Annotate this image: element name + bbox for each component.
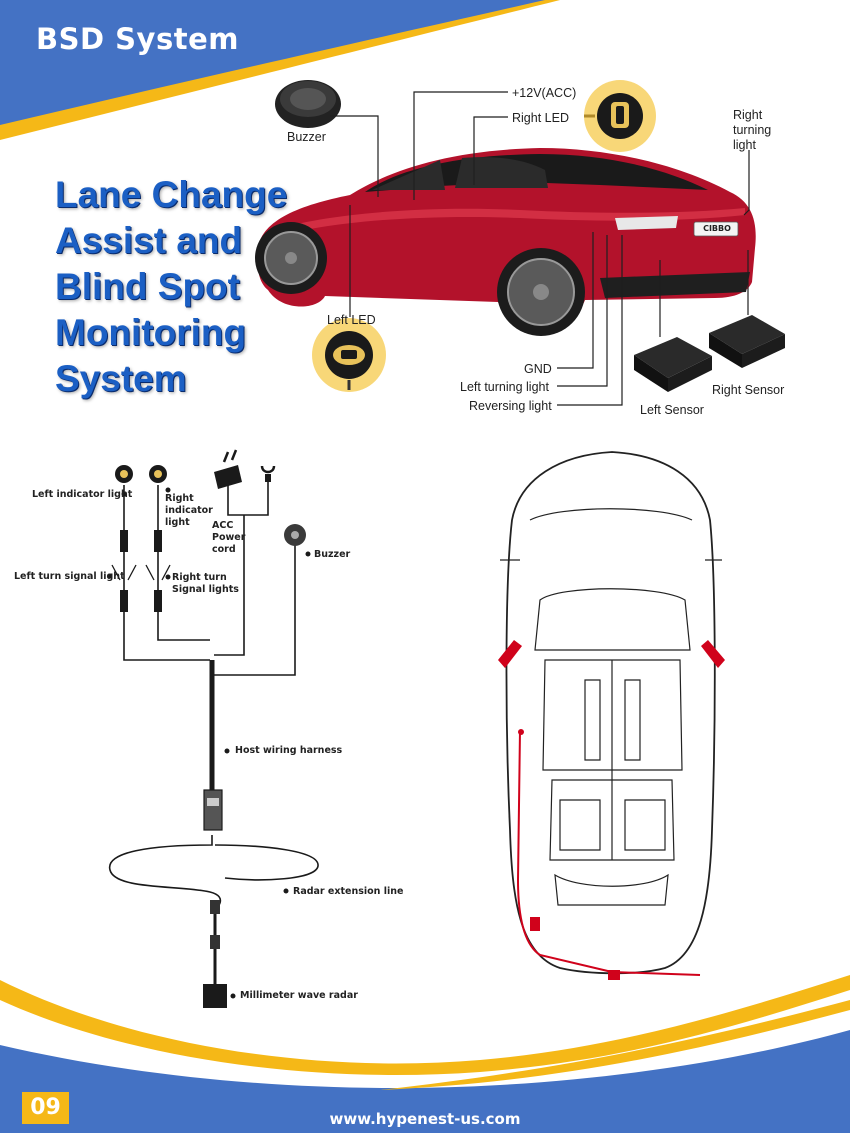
page-title: BSD System [36, 22, 239, 56]
heading-line: Lane Change [55, 174, 288, 215]
label-left-turning-light: Left turning light [460, 380, 549, 394]
right-mirror-led [701, 640, 725, 668]
car-lower-diffuser [600, 272, 750, 298]
right-led-device [584, 80, 656, 152]
label-line: turning [733, 123, 772, 137]
label-left-turn-signal-light: Left turn signal light [14, 571, 125, 582]
label-line: Right [733, 108, 763, 122]
label-left-indicator-light: Left indicator light [32, 489, 133, 500]
heading-line: Monitoring [55, 312, 247, 353]
wiring-diagram [108, 482, 319, 985]
right-sensor-device [709, 315, 785, 368]
left-sensor-device [634, 337, 712, 392]
label-line: cord [212, 544, 236, 555]
heading-line: Assist and [55, 220, 243, 261]
car-highlight [275, 208, 745, 238]
header-blue-band [0, 0, 545, 125]
label-radar-extension-line: Radar extension line [293, 886, 404, 897]
label-reversing-light: Reversing light [469, 399, 552, 413]
car-license-plate [693, 221, 739, 237]
red-car-illustration [255, 148, 756, 336]
label-line: indicator [165, 505, 213, 516]
car-side-window [372, 157, 548, 190]
label-millimeter-wave-radar: Millimeter wave radar [240, 990, 358, 1001]
wiring-components [107, 449, 311, 1008]
license-plate-text: CIBBO [703, 224, 731, 233]
label-line: Right turn [172, 572, 227, 583]
label-host-wiring-harness: Host wiring harness [235, 745, 343, 756]
label-right-led: Right LED [512, 111, 569, 125]
car-top-wiring [516, 729, 701, 976]
ring-terminal-icon [260, 465, 276, 474]
label-line: Power [212, 532, 246, 543]
radar-module-icon [203, 984, 227, 1008]
page-number: 09 [22, 1092, 69, 1124]
car-tail-light [615, 216, 678, 230]
harness-connector-icon [203, 789, 223, 831]
footer-blue-band [0, 1030, 850, 1133]
label-line: Right [165, 493, 194, 504]
label-acc-power-cord: ACC Power cord [212, 520, 245, 556]
label-line: ACC [212, 520, 234, 531]
heading-line: Blind Spot [55, 266, 240, 307]
label-left-led: Left LED [327, 313, 376, 327]
label-acc: +12V(ACC) [512, 86, 577, 100]
rear-wheel-hub [533, 284, 549, 300]
footer-url[interactable]: www.hypenest-us.com [329, 1110, 521, 1128]
label-right-turn-signal-lights: Right turn Signal lights [172, 572, 239, 596]
car-top-view [500, 451, 722, 975]
top-view-radar-right [608, 970, 620, 980]
label-right-indicator-light: Right indicator light [165, 493, 213, 529]
buzzer-device [275, 80, 341, 128]
front-wheel-hub [285, 252, 297, 264]
top-view-radar-left [530, 917, 540, 931]
heading-line: System [55, 358, 187, 399]
left-mirror-led [498, 640, 522, 668]
label-line: light [733, 138, 756, 152]
label-right-turning-light: Right turning light [733, 108, 771, 153]
label-buzzer: Buzzer [287, 130, 326, 144]
car-leader-lines [330, 91, 750, 406]
label-buzzer-wiring: Buzzer [314, 549, 351, 560]
label-right-sensor: Right Sensor [712, 383, 785, 397]
label-left-sensor: Left Sensor [640, 403, 704, 417]
label-line: Signal lights [172, 584, 239, 595]
left-led-device [312, 318, 386, 392]
main-heading: Lane Change Assist and Blind Spot Monito… [55, 172, 288, 402]
label-gnd: GND [524, 362, 552, 376]
label-line: light [165, 517, 190, 528]
acc-plug-icon [214, 465, 242, 489]
